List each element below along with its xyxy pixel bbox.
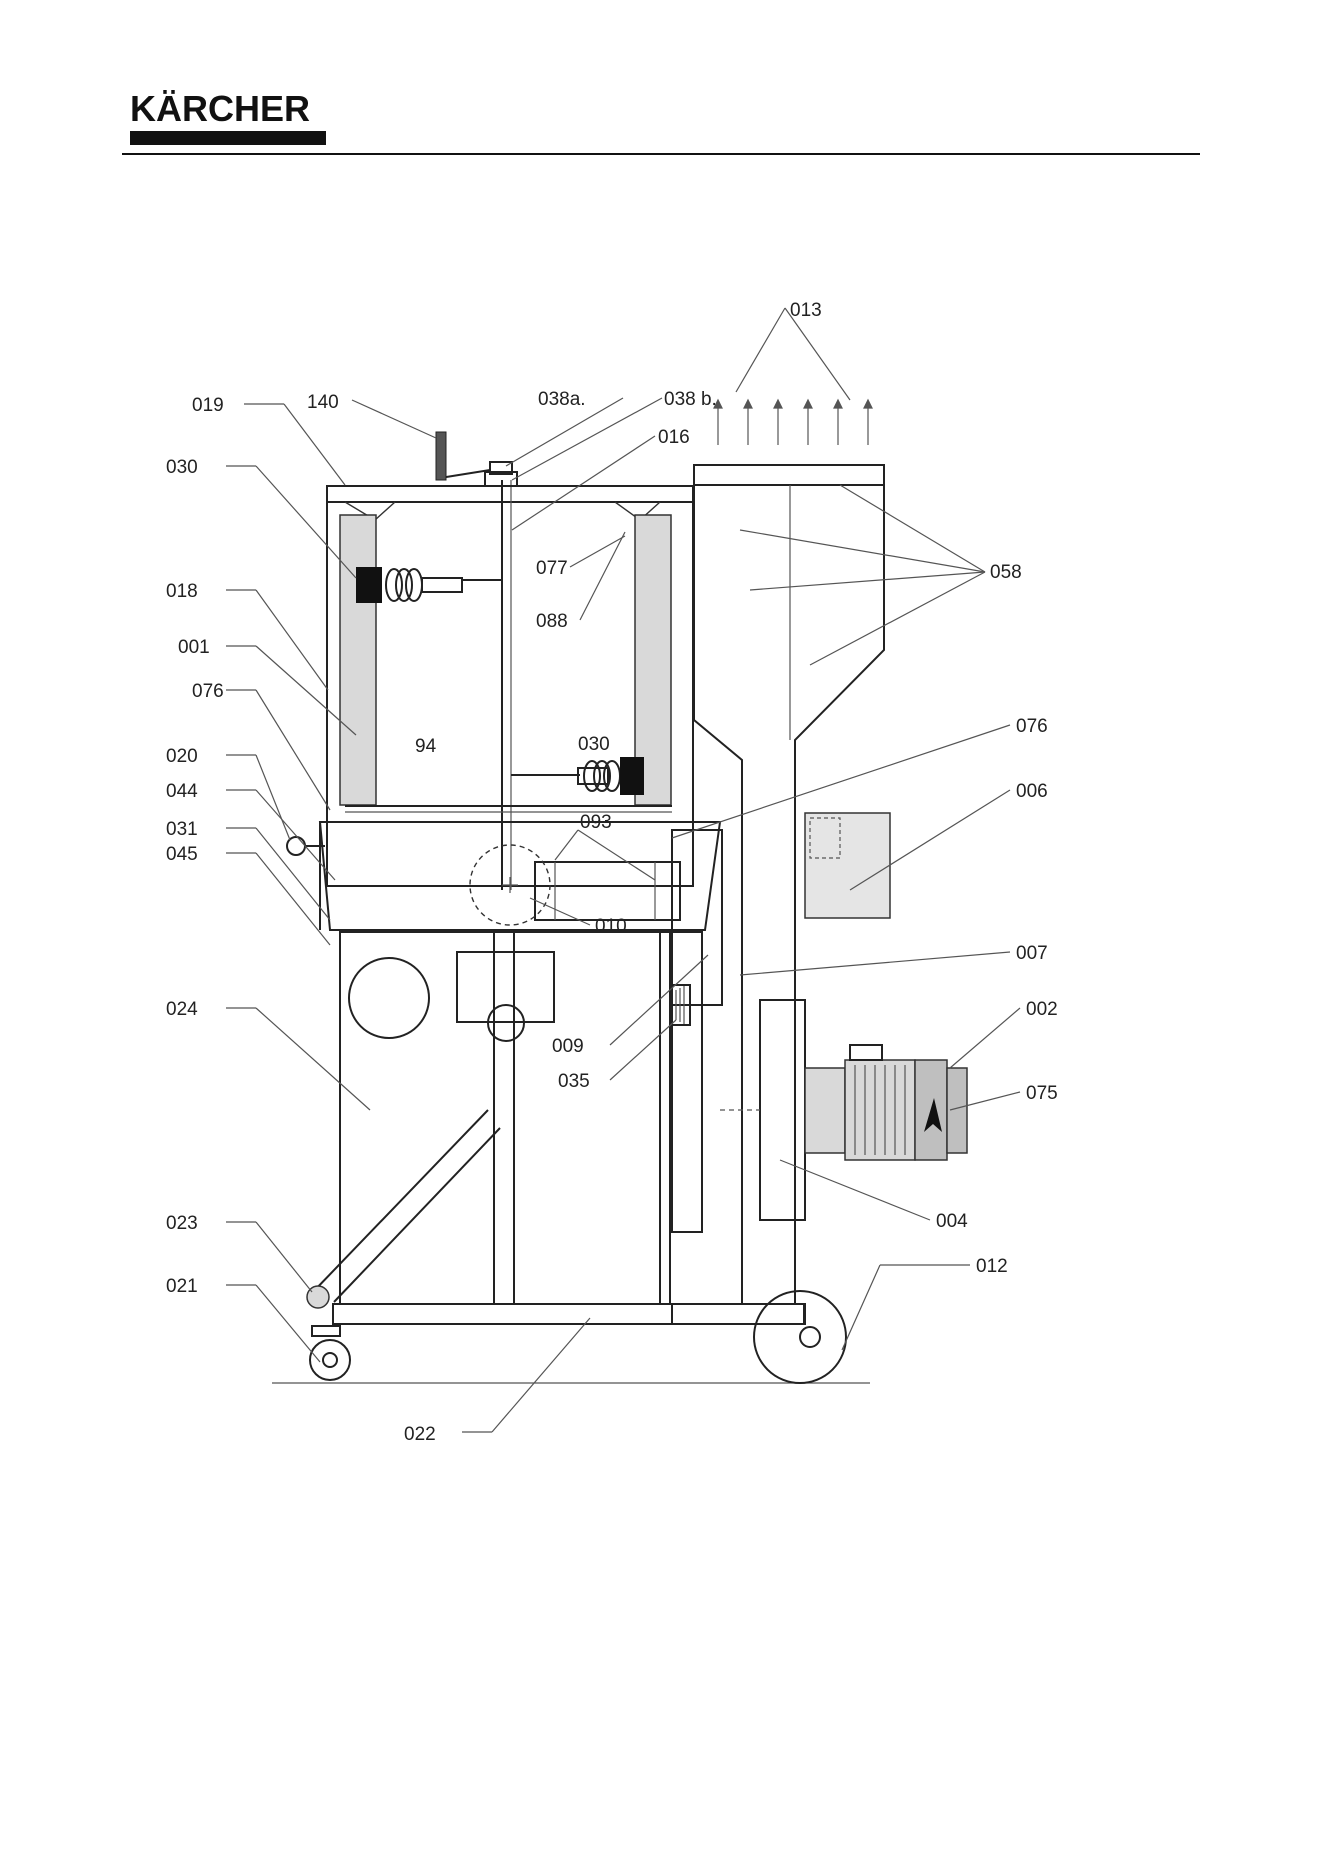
callout-002: 002 xyxy=(1026,999,1058,1020)
castor-wheel xyxy=(310,1326,350,1380)
callout-035: 035 xyxy=(558,1071,590,1092)
callout-140: 140 xyxy=(307,392,339,413)
callout-94: 94 xyxy=(415,736,437,757)
callout-038a: 038a. xyxy=(538,389,586,410)
shaker-upper xyxy=(356,567,502,603)
exhaust-flow-arrows xyxy=(714,400,872,445)
lift-arm xyxy=(312,1110,488,1293)
callout-058: 058 xyxy=(990,562,1022,583)
callout-030-upper: 030 xyxy=(166,457,198,478)
callout-009: 009 xyxy=(552,1036,584,1057)
control-panel xyxy=(457,952,554,1022)
motor xyxy=(805,1045,967,1160)
electrical-box xyxy=(805,813,890,918)
filter-cartridge-left xyxy=(340,515,376,805)
auger-tube xyxy=(535,862,680,920)
callout-045: 045 xyxy=(166,844,198,865)
callout-093: 093 xyxy=(580,812,612,833)
inspection-window xyxy=(349,958,429,1038)
callout-010: 010 xyxy=(595,916,627,937)
base-frame-right xyxy=(672,1304,804,1324)
callout-004: 004 xyxy=(936,1211,968,1232)
callout-044: 044 xyxy=(166,781,198,802)
callout-023: 023 xyxy=(166,1213,198,1234)
callout-021: 021 xyxy=(166,1276,198,1297)
callout-016: 016 xyxy=(658,427,690,448)
callout-075: 075 xyxy=(1026,1083,1058,1104)
crank-handle xyxy=(436,432,517,486)
callout-001: 001 xyxy=(178,637,210,658)
shaker-lower xyxy=(511,757,644,795)
callout-030-lower: 030 xyxy=(578,734,610,755)
callout-006: 006 xyxy=(1016,781,1048,802)
callout-076-left: 076 xyxy=(192,681,224,702)
callout-018: 018 xyxy=(166,581,198,602)
hopper-collector xyxy=(320,822,720,930)
callout-012: 012 xyxy=(976,1256,1008,1277)
callout-019: 019 xyxy=(192,395,224,416)
fan-housing xyxy=(760,1000,805,1220)
callout-031: 031 xyxy=(166,819,198,840)
callout-022: 022 xyxy=(404,1424,436,1445)
callout-076-right: 076 xyxy=(1016,716,1048,737)
lift-arm-edge xyxy=(334,1128,500,1302)
callout-024: 024 xyxy=(166,999,198,1020)
callout-038b: 038 b. xyxy=(664,389,717,410)
callout-088: 088 xyxy=(536,611,568,632)
callout-007: 007 xyxy=(1016,943,1048,964)
lower-housing xyxy=(340,932,670,1304)
callout-013: 013 xyxy=(790,300,822,321)
callout-077: 077 xyxy=(536,558,568,579)
base-frame xyxy=(333,1304,805,1324)
leader-lines xyxy=(226,308,1020,1432)
callout-020: 020 xyxy=(166,746,198,767)
